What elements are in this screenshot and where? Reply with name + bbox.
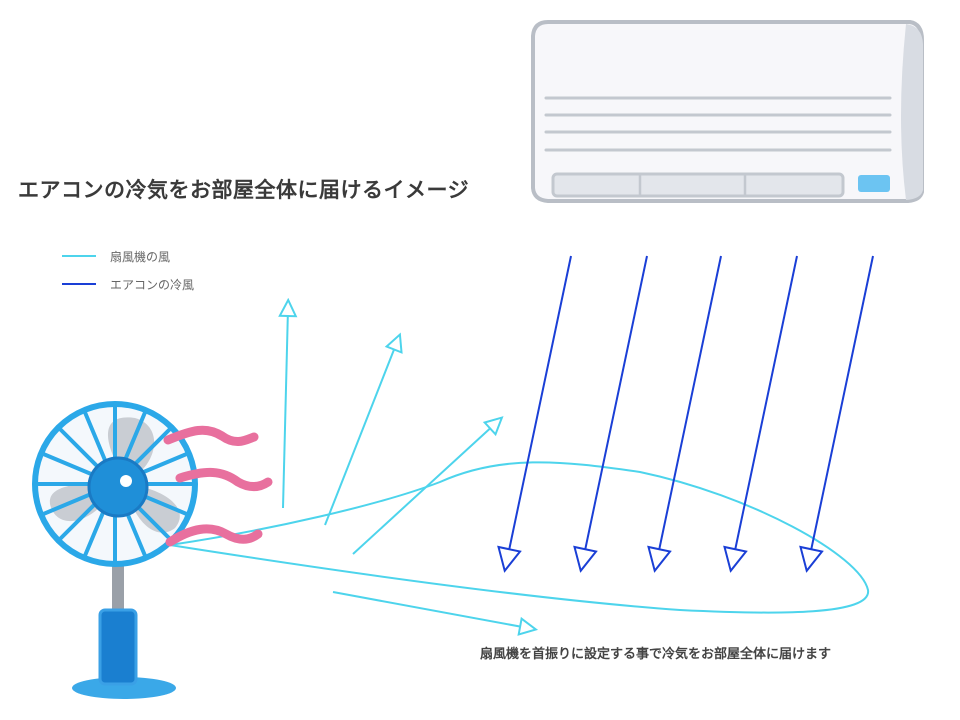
fan-wind-loop: [169, 461, 870, 614]
ac-wind-arrow: [809, 255, 874, 560]
legend-label: エアコンの冷風: [110, 277, 195, 292]
legend: 扇風機の風 エアコンの冷風: [62, 242, 194, 298]
fan-wind-arrow: [352, 423, 496, 555]
ac-wind-arrow: [583, 255, 648, 560]
legend-swatch-ac-wind: [62, 283, 96, 285]
air-conditioner-icon: [531, 20, 924, 203]
legend-item-ac-wind: エアコンの冷風: [62, 270, 194, 298]
ac-wind-arrow: [657, 255, 722, 560]
legend-item-fan-wind: 扇風機の風: [62, 242, 194, 270]
electric-fan-icon: [32, 401, 198, 699]
legend-swatch-fan-wind: [62, 255, 96, 257]
legend-label: 扇風機の風: [110, 249, 171, 264]
fan-wind-arrow: [283, 308, 288, 509]
diagram-caption: 扇風機を首振りに設定する事で冷気をお部屋全体に届けます: [480, 647, 832, 662]
ac-wind-arrow: [733, 255, 798, 560]
fan-wind-arrow: [332, 591, 528, 628]
ac-wind-arrow: [507, 255, 572, 560]
page-title: エアコンの冷気をお部屋全体に届けるイメージ: [18, 178, 470, 202]
fan-air-squiggles: [163, 425, 273, 547]
ac-indicator: [858, 175, 890, 192]
fan-wind-arrow: [324, 342, 397, 526]
